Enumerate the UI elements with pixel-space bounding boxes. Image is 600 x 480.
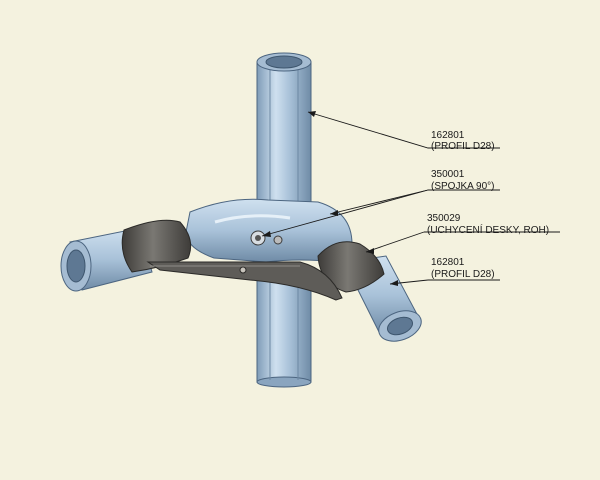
- vertical-profile-upper: [256, 52, 312, 223]
- leader-350001-a: [329, 189, 429, 215]
- callout-350029: 350029 (UCHYCENÍ DESKY, ROH): [427, 213, 549, 236]
- callout-desc: (UCHYCENÍ DESKY, ROH): [427, 223, 549, 236]
- callout-code: 162801: [431, 257, 465, 268]
- leader-arrowheads: [262, 111, 398, 286]
- callout-code: 350001: [431, 169, 465, 180]
- callout-desc: (PROFIL D28): [431, 141, 495, 152]
- left-clamp-band: [121, 219, 192, 273]
- leader-lines: [261, 111, 560, 285]
- leader-350001-b: [261, 189, 429, 237]
- leader-350029: [365, 231, 425, 253]
- callout-162801-bottom: 162801 (PROFIL D28): [431, 257, 495, 280]
- callout-162801-top: 162801 (PROFIL D28): [431, 130, 495, 152]
- callout-350001: 350001 (SPOJKA 90°): [431, 169, 494, 192]
- callout-desc: (PROFIL D28): [431, 269, 495, 280]
- corner-plate: [146, 261, 343, 301]
- callout-code: 350029: [427, 213, 461, 224]
- leader-162801-top: [307, 111, 500, 149]
- callout-desc: (SPOJKA 90°): [431, 181, 494, 192]
- callout-code: 162801: [431, 130, 465, 141]
